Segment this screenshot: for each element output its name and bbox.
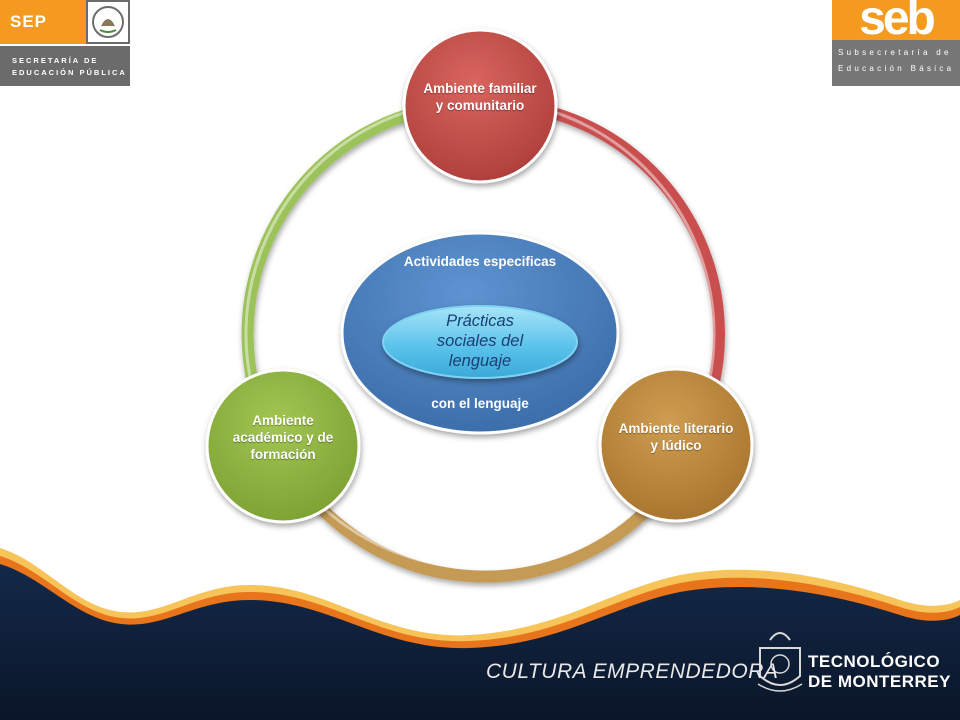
sep-subtitle-line1: SECRETARÍA DE <box>12 56 99 65</box>
practice-label: Prácticas sociales del lenguaje <box>436 312 524 370</box>
node-family-community <box>402 28 558 184</box>
tec-name-line1: TECNOLÓGICO <box>808 652 941 671</box>
node-literary-playful <box>598 367 754 523</box>
center-bottom-label: con el lenguaje <box>431 396 529 411</box>
seb-logo-mark: seb <box>832 0 960 43</box>
node-academic-training <box>205 368 361 524</box>
center-top-label: Actividades especificas <box>403 254 557 269</box>
sep-logo-text: SEP <box>0 0 86 44</box>
tec-name-line2: DE MONTERREY <box>808 672 951 691</box>
node-literary-label: Ambiente literario y lúdico <box>618 421 734 453</box>
footer-slogan: CULTURA EMPRENDEDORA <box>486 660 779 683</box>
sep-subtitle-line2: EDUCACIÓN PÚBLICA <box>12 68 127 77</box>
mexico-emblem-icon <box>88 2 128 42</box>
node-academic-label: Ambiente académico y de formación <box>232 413 334 462</box>
footer-band <box>0 564 960 720</box>
practice-pill <box>382 305 578 379</box>
sep-divider <box>0 44 130 46</box>
seb-subtitle-line2: Educación Básica <box>838 64 955 73</box>
seb-subtitle-line1: Subsecretaría de <box>838 48 952 57</box>
node-family-label: Ambiente familiar y comunitario <box>423 81 537 113</box>
tec-shield-icon <box>757 632 803 692</box>
